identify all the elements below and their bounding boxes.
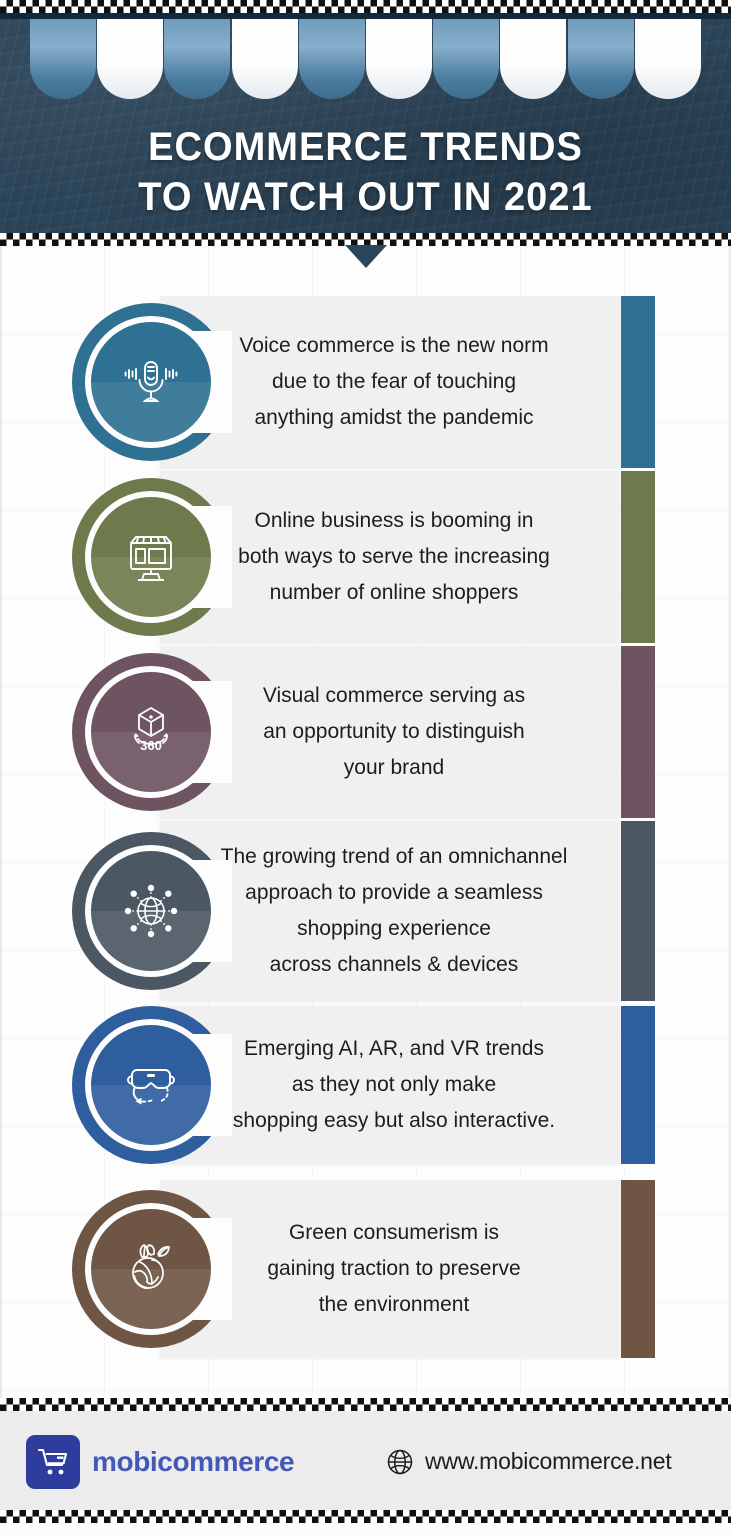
header-banner: ECOMMERCE TRENDS TO WATCH OUT IN 2021	[0, 10, 731, 238]
trend-text-line: your brand	[343, 756, 445, 779]
awning-stripe	[30, 19, 96, 99]
trend-text-line: shopping experience	[297, 917, 491, 940]
microphone-voice-icon	[91, 322, 211, 442]
title-line-2: TO WATCH OUT IN 2021	[138, 175, 593, 219]
trend-text-line: both ways to serve the increasing	[238, 545, 550, 568]
trend-text-line: shopping easy but also interactive.	[232, 1109, 556, 1132]
trend-text-line: anything amidst the pandemic	[254, 406, 534, 429]
globe-network-omnichannel-icon	[91, 851, 211, 971]
trend-row[interactable]: Voice commerce is the new norm due to the…	[0, 296, 731, 468]
trend-accent-bar	[621, 296, 655, 468]
trend-text: Visual commerce serving as an opportunity…	[160, 678, 620, 786]
trend-text: Voice commerce is the new norm due to the…	[160, 328, 620, 436]
website-url[interactable]: www.mobicommerce.net	[425, 1448, 672, 1474]
awning-stripe	[433, 19, 500, 99]
page-title: ECOMMERCE TRENDS TO WATCH OUT IN 2021	[18, 122, 712, 222]
trend-text: Online business is booming in both ways t…	[160, 503, 620, 611]
awning-stripe	[231, 19, 298, 99]
trend-text-line: as they not only make	[291, 1073, 497, 1096]
title-line-1: ECOMMERCE TRENDS	[148, 125, 583, 169]
trend-text-line: due to the fear of touching	[271, 370, 516, 393]
trend-card: The growing trend of an omnichannel appro…	[160, 821, 620, 1001]
awning-stripe	[634, 19, 701, 99]
cube-360-rotate-icon: 360	[91, 672, 211, 792]
shopping-cart-icon[interactable]	[26, 1435, 80, 1489]
trend-text-line: the environment	[318, 1293, 470, 1316]
trend-text-line: Online business is booming in	[254, 509, 534, 532]
awning-stripe	[500, 19, 567, 99]
right-edge-rule	[729, 246, 731, 1398]
checkered-border-bottom	[0, 1510, 731, 1523]
awning-stripe	[164, 19, 231, 99]
header-top-edge	[0, 10, 731, 19]
brand-name: mobicommerce	[92, 1446, 295, 1477]
trend-accent-bar	[621, 1180, 655, 1358]
trend-accent-bar	[621, 646, 655, 818]
trend-text-line: number of online shoppers	[269, 581, 519, 604]
trend-text-line: across channels & devices	[269, 953, 519, 976]
awning-stripe	[366, 19, 432, 99]
trend-text-line: approach to provide a seamless	[245, 881, 543, 904]
trend-row[interactable]: Visual commerce serving as an opportunity…	[0, 646, 731, 818]
trend-text-line: The growing trend of an omnichannel	[220, 845, 568, 868]
trend-accent-bar	[621, 821, 655, 1001]
trend-card: Visual commerce serving as an opportunity…	[160, 646, 620, 818]
trend-text-line: Green consumerism is	[288, 1221, 500, 1244]
checkered-border-top	[0, 0, 731, 13]
online-store-monitor-icon	[91, 497, 211, 617]
trend-icon-badge[interactable]	[72, 1006, 232, 1164]
trend-icon-badge[interactable]	[72, 832, 232, 990]
trend-card: Voice commerce is the new norm due to the…	[160, 296, 620, 468]
awning-stripe	[567, 19, 634, 99]
trend-row[interactable]: The growing trend of an omnichannel appro…	[0, 821, 731, 1001]
trend-icon-badge[interactable]	[72, 303, 232, 461]
trend-accent-bar	[621, 1006, 655, 1164]
trend-row[interactable]: Online business is booming in both ways t…	[0, 471, 731, 643]
left-edge-rule	[0, 246, 2, 1398]
svg-text:360: 360	[140, 738, 162, 753]
awning-stripes	[30, 19, 702, 99]
trend-card: Online business is booming in both ways t…	[160, 471, 620, 643]
trend-text-line: Visual commerce serving as	[262, 684, 526, 707]
checkered-border-footer-top	[0, 1398, 731, 1411]
trend-text-line: gaining traction to preserve	[267, 1257, 521, 1280]
footer-bar: mobicommerce www.mobicommerce.net	[0, 1408, 731, 1512]
trend-icon-badge[interactable]	[72, 478, 232, 636]
header-pointer-triangle	[345, 245, 387, 268]
trend-text-line: Emerging AI, AR, and VR trends	[244, 1037, 544, 1060]
trend-card: Green consumerism is gaining traction to …	[160, 1180, 620, 1358]
trend-row[interactable]: Emerging AI, AR, and VR trends as they no…	[0, 1006, 731, 1164]
trend-icon-badge[interactable]: 360	[72, 653, 232, 811]
trend-text-line: an opportunity to distinguish	[263, 720, 525, 743]
trend-text: The growing trend of an omnichannel appro…	[160, 839, 620, 983]
trend-text: Green consumerism is gaining traction to …	[160, 1215, 620, 1323]
trend-row[interactable]: Green consumerism is gaining traction to …	[0, 1180, 731, 1358]
trend-text-line: Voice commerce is the new norm	[239, 334, 549, 357]
trend-text: Emerging AI, AR, and VR trends as they no…	[160, 1031, 620, 1139]
awning-stripe	[298, 19, 365, 99]
awning-stripe	[97, 19, 164, 99]
trend-card: Emerging AI, AR, and VR trends as they no…	[160, 1006, 620, 1164]
globe-icon	[386, 1448, 414, 1476]
trend-icon-badge[interactable]	[72, 1190, 232, 1348]
checkered-border-header-bottom	[0, 233, 731, 246]
trend-accent-bar	[621, 471, 655, 643]
vr-headset-icon	[91, 1025, 211, 1145]
earth-leaf-green-icon	[91, 1209, 211, 1329]
